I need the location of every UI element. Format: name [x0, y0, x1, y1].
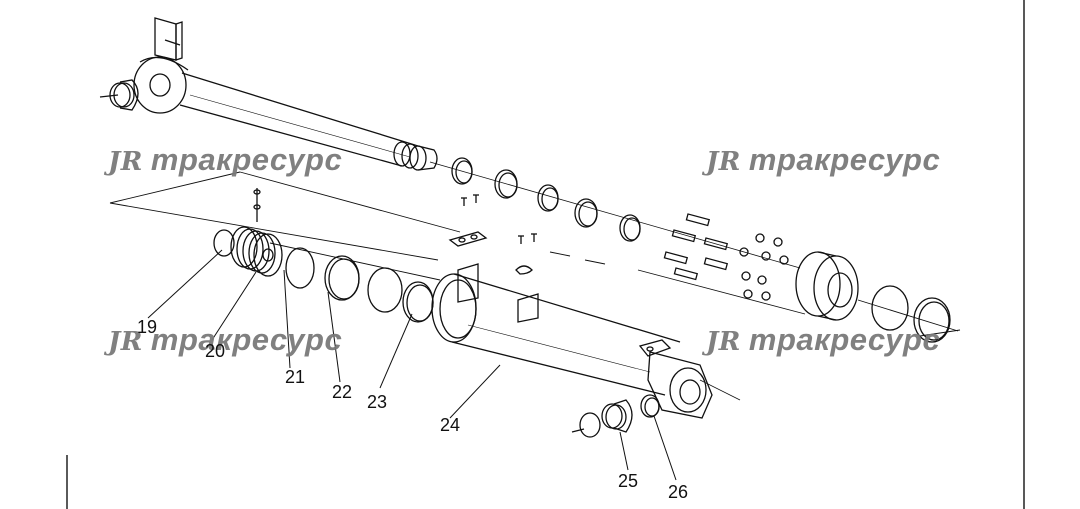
- rod-seals: [451, 157, 641, 242]
- watermark-text: тракресурс: [748, 142, 941, 177]
- bolts: [663, 213, 729, 281]
- gland-head: [795, 251, 951, 343]
- callout-21: 21: [285, 367, 306, 387]
- leader-lines: [147, 249, 677, 481]
- lock-plate: [448, 231, 488, 247]
- clip: [515, 265, 533, 275]
- watermark-logo: ЈR: [706, 147, 741, 177]
- cylinder-tube: [431, 263, 741, 419]
- vertical-pin: [253, 188, 261, 222]
- callout-20: 20: [205, 341, 226, 361]
- small-screws: [461, 194, 537, 244]
- rear-bushing: [571, 394, 660, 438]
- watermark-logo: ЈR: [706, 327, 741, 357]
- callout-19: 19: [137, 317, 158, 337]
- callout-26: 26: [668, 482, 689, 502]
- rod-eye-bushing: [99, 79, 139, 111]
- watermark-text: тракресурс: [150, 322, 343, 357]
- nuts: [739, 233, 789, 301]
- piston-rod: [133, 17, 801, 269]
- callout-23: 23: [367, 392, 388, 412]
- watermark-logo: ЈR: [108, 327, 143, 357]
- piston: [213, 226, 434, 323]
- watermark-logo: ЈR: [108, 147, 143, 177]
- watermark-text: тракресурс: [748, 322, 941, 357]
- callout-25: 25: [618, 471, 639, 491]
- watermark-text: тракресурс: [150, 142, 343, 177]
- assembly-plane-lines: [109, 171, 961, 337]
- callout-24: 24: [440, 415, 461, 435]
- callout-22: 22: [332, 382, 353, 402]
